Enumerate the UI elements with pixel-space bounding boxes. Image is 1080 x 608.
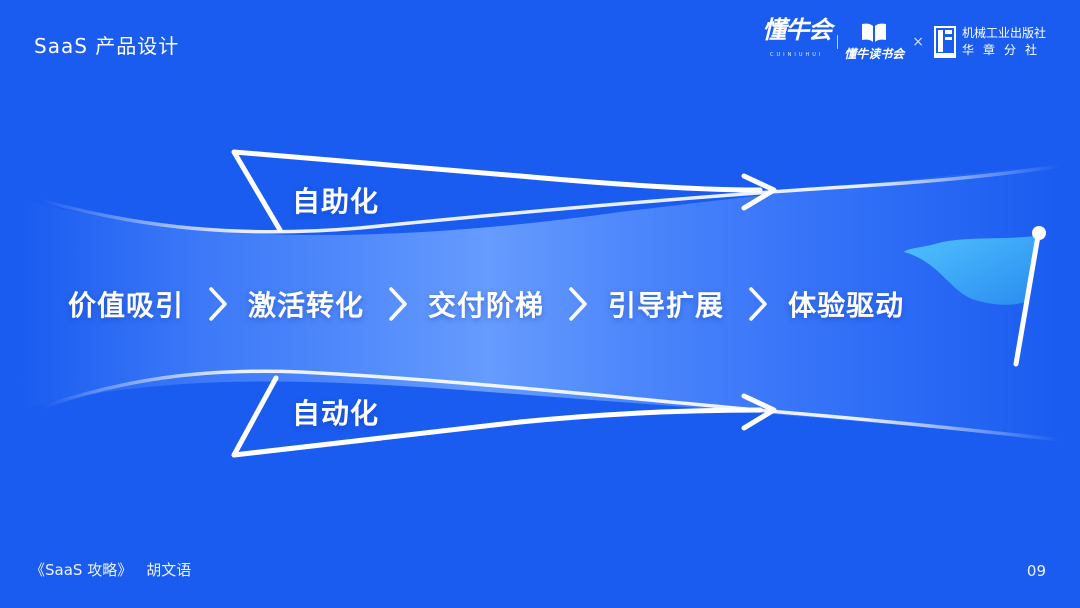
publisher-text: 机械工业出版社 华章分社 [962,25,1046,59]
page-title: SaaS 产品设计 [34,34,180,58]
upper-arrowhead [741,173,777,211]
logo-divider [837,35,839,49]
cnh-logo-text: 懂牛会 [762,15,832,44]
footer-book-title: 《SaaS 攻略》 [30,561,133,579]
footer-author: 胡文语 [146,561,192,579]
pennant-label-top: 自助化 [292,185,380,218]
cnh-logo: 懂牛会 CUINIUHUI [762,15,832,66]
flag-cloth [904,236,1036,305]
flow-step-2: 激活转化 [248,289,365,322]
dushu-logo: 懂牛读书会 [844,22,904,62]
flow-step-1: 价值吸引 [68,289,185,322]
upper-pennant [231,149,763,233]
dushu-logo-text: 懂牛读书会 [844,47,905,61]
publisher-building-icon [933,26,956,58]
logo-group: 懂牛会 CUINIUHUI 懂牛读书会 × 机械工业出版社 华章分社 [762,18,1046,62]
book-icon [862,23,887,42]
lower-curve [38,369,1062,442]
chevron-right-icon [569,287,587,321]
publisher-line-2: 华章分社 [961,43,1046,57]
lower-arrowhead [741,393,777,431]
pennant-label-bottom: 自动化 [292,397,380,430]
upper-curve [38,164,1062,234]
times-icon: × [912,34,924,50]
publisher-logo: 机械工业出版社 华章分社 [933,25,1046,59]
publisher-line-1: 机械工业出版社 [961,26,1046,40]
flag-top [1032,226,1046,240]
chevron-right-icon [209,287,227,321]
flow-steps: 价值吸引 激活转化 交付阶梯 引导扩展 体验驱动 [68,284,904,324]
chevron-right-icon [749,287,767,321]
lower-pennant [231,375,763,458]
flow-step-3: 交付阶梯 [428,289,545,322]
footer-credit: 《SaaS 攻略》胡文语 [30,559,205,580]
flow-step-4: 引导扩展 [608,289,725,322]
page-number: 09 [1026,562,1046,580]
chevron-right-icon [389,287,407,321]
flow-step-5: 体验驱动 [788,289,905,322]
flag-pole [1013,233,1041,367]
cnh-logo-sub: CUINIUHUI [770,51,824,58]
